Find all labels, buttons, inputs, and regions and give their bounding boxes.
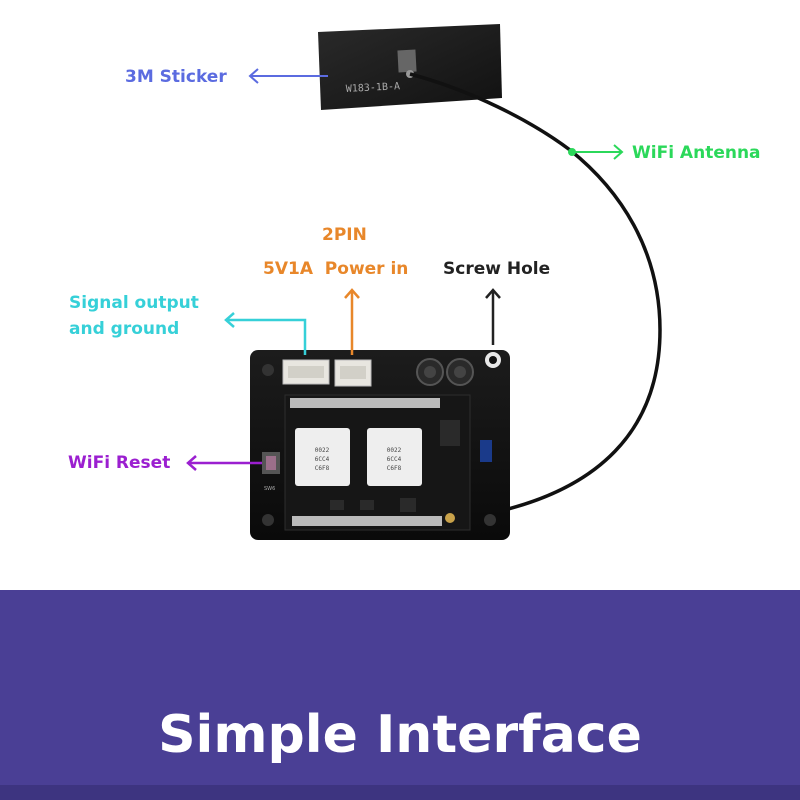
capacitors xyxy=(416,358,474,386)
banner-bottom-strip xyxy=(0,785,800,800)
power-connector xyxy=(334,359,372,387)
switch-silkscreen: SW6 xyxy=(264,486,275,492)
antenna-cable xyxy=(409,72,662,522)
signal-label-line2: and ground xyxy=(69,319,180,339)
screw-label: Screw Hole xyxy=(443,259,551,279)
title-banner xyxy=(0,590,800,800)
reset-arrow xyxy=(186,455,262,471)
chip-right-line2: 6CC4 xyxy=(387,456,402,463)
sticker-print-text: W183-1B-A xyxy=(346,81,401,95)
pin-header xyxy=(290,398,442,526)
pcb-board: 0022 6CC4 C6F8 0022 6CC4 C6F8 SW6 xyxy=(250,350,510,540)
sticker-label: 3M Sticker xyxy=(125,67,227,87)
reset-switch: SW6 xyxy=(262,452,280,492)
antenna-callout-dot xyxy=(568,148,576,156)
antenna-arrow xyxy=(572,144,624,160)
pin-count-label: 2PIN xyxy=(322,225,367,245)
board-illustration: W183-1B-A xyxy=(186,24,662,540)
screw-arrow xyxy=(485,288,501,345)
banner-title: Simple Interface xyxy=(158,705,642,765)
chip-left-line3: C6F8 xyxy=(315,465,330,472)
chip-left: 0022 6CC4 C6F8 xyxy=(295,428,350,486)
antenna-label: WiFi Antenna xyxy=(632,143,761,163)
chip-left-line1: 0022 xyxy=(315,447,330,454)
sticker-arrow xyxy=(248,68,328,84)
chip-right: 0022 6CC4 C6F8 xyxy=(367,428,422,486)
chip-left-line2: 6CC4 xyxy=(315,456,330,463)
power-label: 5V1A Power in xyxy=(263,259,409,279)
reset-label: WiFi Reset xyxy=(68,453,171,473)
power-arrow xyxy=(344,288,360,355)
chip-right-line1: 0022 xyxy=(387,447,402,454)
signal-label-line1: Signal output xyxy=(69,293,199,313)
chip-right-line3: C6F8 xyxy=(387,465,402,472)
signal-connector xyxy=(282,359,330,385)
signal-arrow xyxy=(224,312,307,355)
